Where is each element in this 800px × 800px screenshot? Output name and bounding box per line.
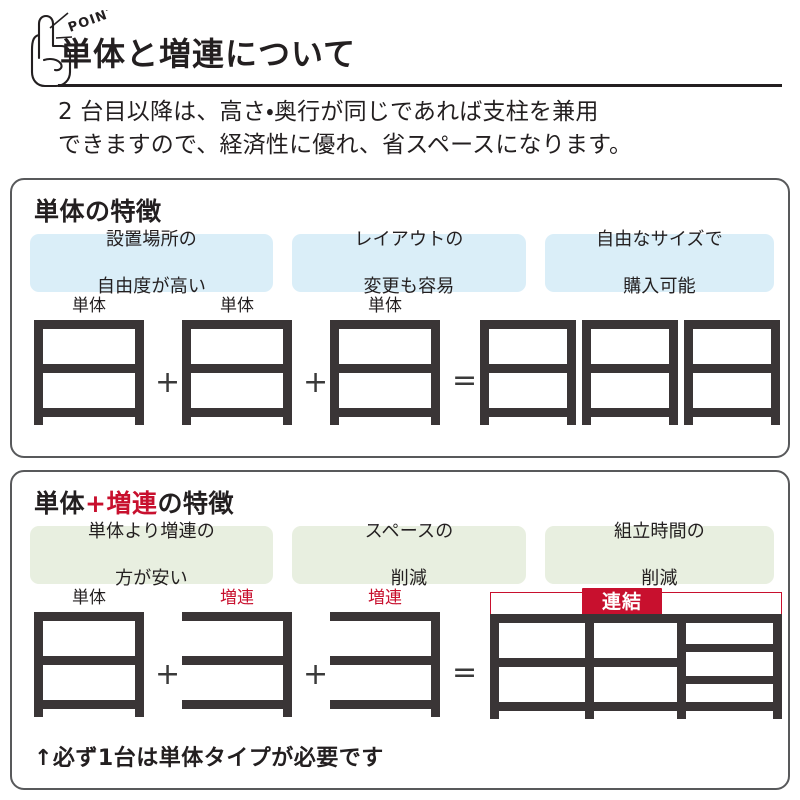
- shelf-glyph-addon: [182, 612, 292, 717]
- shelf-unit-label: 単体: [72, 588, 106, 608]
- operator-equals: =: [452, 363, 478, 398]
- pill-line-2: 削減: [641, 567, 678, 589]
- panel-combo-title-part1: 単体: [34, 489, 86, 518]
- panel-combo-diagram: 単体 + 増連: [12, 588, 792, 735]
- pill-line-1: 単体より増連の: [87, 520, 216, 542]
- pill-line-2: 変更も容易: [363, 275, 455, 297]
- shelf-unit-standalone: 単体: [34, 298, 144, 432]
- page-title: 単体と増連について: [60, 35, 357, 73]
- shelf-glyph-standalone: [330, 320, 440, 425]
- intro-paragraph: 2 台目以降は、高さ・奥行が同じであれば支柱を兼用 できますので、経済性に優れ、…: [58, 96, 788, 161]
- intro-line-1: 2 台目以降は、高さ・奥行が同じであれば支柱を兼用: [58, 99, 599, 125]
- panel-combo-title-part3: の特徴: [157, 489, 234, 518]
- feature-pill: 設置場所の 自由度が高い: [30, 229, 273, 297]
- shelf-unit-label: 単体: [72, 296, 106, 316]
- shelf-result-separate: [480, 320, 780, 432]
- pill-line-1: 組立時間の: [614, 520, 705, 542]
- panel-combo-title: 単体+増連の特徴: [34, 484, 234, 520]
- shelf-glyph-standalone: [182, 320, 292, 425]
- pill-line-2: 自由度が高い: [96, 275, 207, 297]
- shelf-unit-label: 増連: [368, 588, 402, 608]
- shelf-glyph-result-separate: [480, 320, 780, 425]
- renketsu-callout: 連結: [490, 588, 782, 618]
- panel-single-pill-group: 設置場所の 自由度が高い レイアウトの 変更も容易 自由なサイズで 購入可能: [30, 229, 774, 297]
- feature-pill: スペースの 削減: [292, 521, 526, 589]
- shelf-glyph-standalone: [34, 612, 144, 717]
- pill-line-1: 設置場所の: [105, 228, 197, 250]
- shelf-unit-label: 増連: [220, 588, 254, 608]
- shelf-unit-standalone: 単体: [330, 298, 440, 432]
- pill-line-1: スペースの: [364, 520, 454, 542]
- operator-plus: +: [155, 657, 181, 692]
- pill-line-1: レイアウトの: [354, 228, 464, 250]
- operator-plus: +: [303, 365, 329, 400]
- shelf-unit-addon: 増連: [182, 590, 292, 724]
- pill-line-2: 方が安い: [115, 567, 188, 589]
- shelf-result-connected: [490, 614, 782, 726]
- panel-single-diagram: 単体 + 単体: [12, 298, 792, 448]
- shelf-glyph-standalone: [34, 320, 144, 425]
- feature-pill: 組立時間の 削減: [545, 521, 774, 589]
- shelf-unit-standalone: 単体: [182, 298, 292, 432]
- operator-plus: +: [155, 365, 181, 400]
- feature-pill: 自由なサイズで 購入可能: [545, 229, 774, 297]
- renketsu-badge: 連結: [582, 588, 663, 618]
- panel-combo-title-part2: +増連: [85, 489, 158, 518]
- point-badge-label: POINT: [66, 10, 109, 36]
- feature-pill: 単体より増連の 方が安い: [30, 521, 273, 589]
- pill-line-1: 自由なサイズで: [596, 228, 723, 250]
- panel-combo-footnote: ↑必ず1台は単体タイプが必要です: [34, 746, 384, 771]
- intro-line-2: できますので、経済性に優れ、省スペースになります。: [58, 131, 633, 158]
- panel-single-title: 単体の特徴: [34, 197, 162, 226]
- shelf-glyph-addon: [330, 612, 440, 717]
- shelf-unit-addon: 増連: [330, 590, 440, 724]
- operator-plus: +: [303, 657, 329, 692]
- operator-equals: =: [452, 655, 478, 690]
- pill-line-2: 購入可能: [623, 275, 696, 297]
- feature-pill: レイアウトの 変更も容易: [292, 229, 526, 297]
- shelf-unit-label: 単体: [220, 296, 254, 316]
- shelf-unit-standalone: 単体: [34, 590, 144, 724]
- pill-line-2: 削減: [390, 567, 428, 589]
- pointing-hand-icon: POINT: [14, 10, 109, 95]
- title-underline: [58, 84, 782, 87]
- shelf-glyph-result-connected: [490, 614, 782, 719]
- shelf-unit-label: 単体: [368, 296, 402, 316]
- panel-single-features: 単体の特徴 設置場所の 自由度が高い レイアウトの 変更も容易 自由なサイズで …: [10, 178, 790, 458]
- panel-combo-pill-group: 単体より増連の 方が安い スペースの 削減 組立時間の 削減: [30, 521, 774, 589]
- page-header: POINT 単体と増連について 2 台目以降は、高さ・奥行が同じであれば支柱を兼…: [0, 0, 800, 175]
- panel-combo-features: 単体+増連の特徴 単体より増連の 方が安い スペースの 削減 組立時間の 削減: [10, 470, 790, 790]
